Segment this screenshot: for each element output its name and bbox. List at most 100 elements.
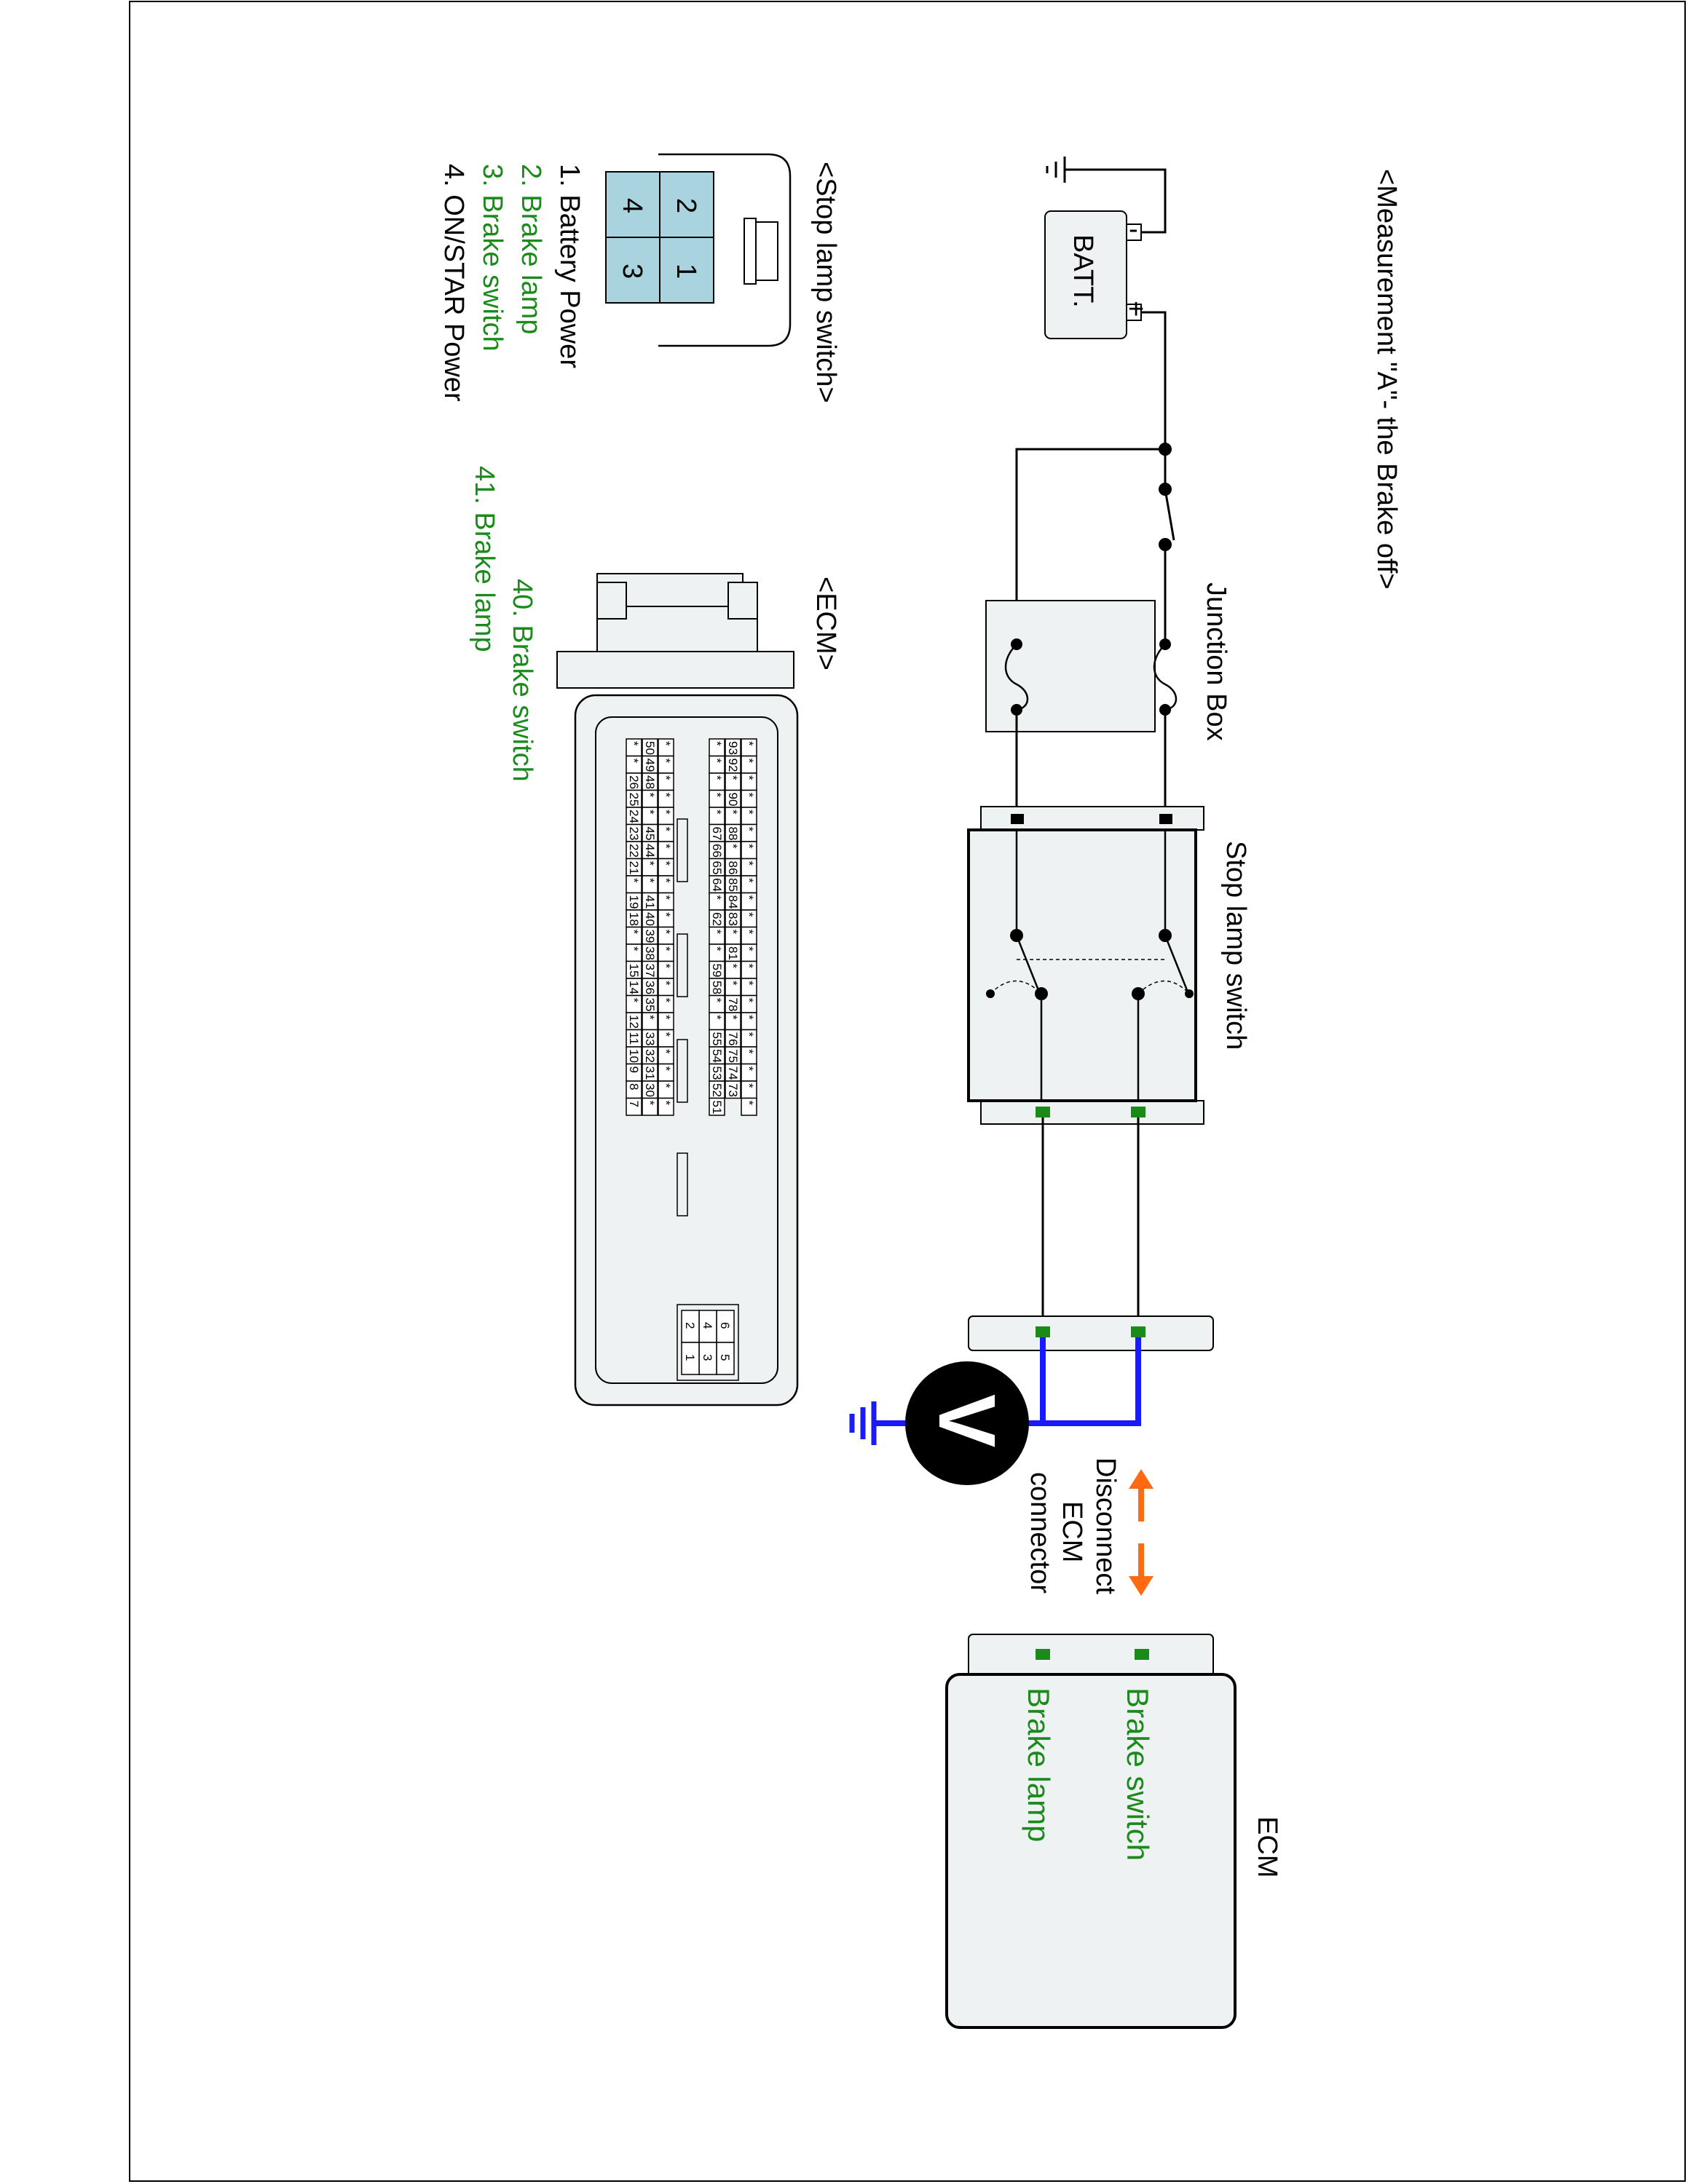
stop-lamp-switch-label: Stop lamp switch (1220, 841, 1251, 1050)
ecm-pin: 21 (626, 858, 642, 877)
ecm-pin: * (741, 1080, 757, 1099)
ecm-pin: 66 (709, 841, 725, 860)
ecm-pin: * (658, 772, 674, 791)
ecm-pin: * (725, 841, 741, 860)
ecm-pin: * (658, 892, 674, 911)
ecm-pin-label: * (726, 930, 740, 935)
ecm-pin: 88 (725, 823, 741, 842)
stop-lamp-legend: 1. Battery Power 2. Brake lamp 3. Brake … (438, 164, 585, 402)
ecm-pin: 9 (626, 1063, 642, 1082)
ecm-pin-label: * (643, 1101, 657, 1106)
stop-lamp-pin-4-label: 4 (617, 198, 647, 213)
stop-lamp-pin-1-label: 1 (671, 264, 701, 279)
ecm-pin: 48 (642, 772, 658, 791)
ecm-pin-label: 83 (726, 912, 740, 926)
ecm-pin: * (725, 772, 741, 791)
ecm-unit: ECM Brake switch Brake lamp (945, 1634, 1282, 2029)
junction-box-label: Junction Box (1201, 582, 1231, 741)
ground-symbol-battery (1046, 157, 1066, 183)
ecm-pin-label: 65 (710, 861, 724, 875)
ecm-pin-label: * (659, 810, 673, 815)
ecm-pin: * (741, 1097, 757, 1116)
ecm-pin: 14 (626, 978, 642, 997)
voltmeter: V (905, 1361, 1029, 1485)
ecm-pin-label: * (643, 793, 657, 798)
ecm-pin-label: * (726, 1015, 740, 1020)
ecm-pin-label: * (659, 930, 673, 935)
ecm-pin: * (741, 1029, 757, 1048)
ecm-pin-label: * (742, 1083, 756, 1088)
diagram-title: <Measurement "A"- the Brake off> (1371, 169, 1402, 590)
ecm-pin: 93 (725, 738, 741, 757)
ecm-pin: 37 (642, 960, 658, 979)
ecm-pin-label: 19 (627, 895, 641, 909)
ecm-pin-label: * (659, 759, 673, 764)
stop-lamp-switch: Stop lamp switch (967, 806, 1251, 1125)
stop-lamp-connector: 2 1 4 3 (605, 153, 792, 347)
ecm-pin: 74 (725, 1063, 741, 1082)
ecm-pin: 24 (626, 807, 642, 826)
ecm-aux-pin-label: 5 (718, 1354, 732, 1361)
ecm-pin-grid: **********************9392*90*88*8685848… (626, 738, 757, 1116)
ecm-pin-label: 32 (643, 1049, 657, 1063)
ecm-pin-label: * (742, 827, 756, 832)
ecm-pin-label: 40 (643, 912, 657, 926)
ecm-pin: * (741, 807, 757, 826)
ecm-pin: * (709, 789, 725, 808)
ecm-connector-shell (556, 573, 799, 1406)
ecm-pin-label: * (726, 810, 740, 815)
ecm-pin: 67 (709, 823, 725, 842)
ecm-pin-label: 55 (710, 1032, 724, 1046)
ecm-pin-label: 33 (643, 1032, 657, 1046)
ecm-pin-label: 78 (726, 998, 740, 1012)
ecm-pin: * (741, 943, 757, 962)
ecm-pin-label: 22 (627, 844, 641, 858)
ecm-pin: 39 (642, 926, 658, 945)
ecm-pin: * (642, 875, 658, 894)
ecm-pin: * (658, 1046, 674, 1065)
ecm-pin-label: 75 (726, 1049, 740, 1063)
ecm-pin: * (709, 738, 725, 757)
junction-box: Junction Box (985, 582, 1231, 741)
ecm-pin: * (658, 943, 674, 962)
ecm-pin: * (741, 738, 757, 757)
ecm-pin-label: * (742, 981, 756, 986)
ecm-pin: 62 (709, 909, 725, 928)
stop-lamp-connector-title: <Stop lamp switch> (811, 162, 841, 403)
ecm-pin-label: * (710, 775, 724, 780)
ecm-aux-pin-label: 2 (683, 1322, 697, 1329)
ecm-pin-label: 62 (710, 912, 724, 926)
ecm-pin-label: * (742, 1101, 756, 1106)
ecm-pin: 53 (709, 1063, 725, 1082)
ecm-pin-label: * (742, 1015, 756, 1020)
ecm-pin: 65 (709, 858, 725, 877)
ecm-pin-label: * (659, 998, 673, 1003)
ecm-pin: * (642, 789, 658, 808)
voltmeter-symbol: V (922, 1394, 1011, 1447)
ecm-pin: * (626, 943, 642, 962)
harness-connector (968, 1315, 1214, 1351)
ecm-pin: * (741, 994, 757, 1013)
disconnect-line-1: Disconnect (1090, 1457, 1121, 1594)
ecm-pin-label: * (742, 775, 756, 780)
ecm-pin: * (658, 823, 674, 842)
ecm-pin-label: * (659, 1015, 673, 1020)
ecm-pin-label: 92 (726, 759, 740, 772)
ecm-pin-label: * (627, 930, 641, 935)
ecm-pin: * (658, 926, 674, 945)
ecm-pin: 64 (709, 875, 725, 894)
ecm-pin: * (658, 1097, 674, 1116)
ecm-legend-40: 40. Brake switch (507, 579, 537, 782)
ecm-pin-label: 84 (726, 895, 740, 909)
ecm-pin: * (741, 1046, 757, 1065)
ecm-pin-label: * (710, 895, 724, 901)
ecm-pin: * (658, 1029, 674, 1048)
ecm-pin-label: 50 (643, 741, 657, 755)
ecm-aux-pin: 2 (681, 1310, 700, 1343)
ecm-pin: 86 (725, 858, 741, 877)
ecm-pin-label: 85 (726, 878, 740, 892)
ecm-pin: 59 (709, 960, 725, 979)
ecm-pin-label: 11 (627, 1032, 641, 1045)
ecm-pin-label: * (659, 895, 673, 901)
ecm-pin: * (658, 789, 674, 808)
